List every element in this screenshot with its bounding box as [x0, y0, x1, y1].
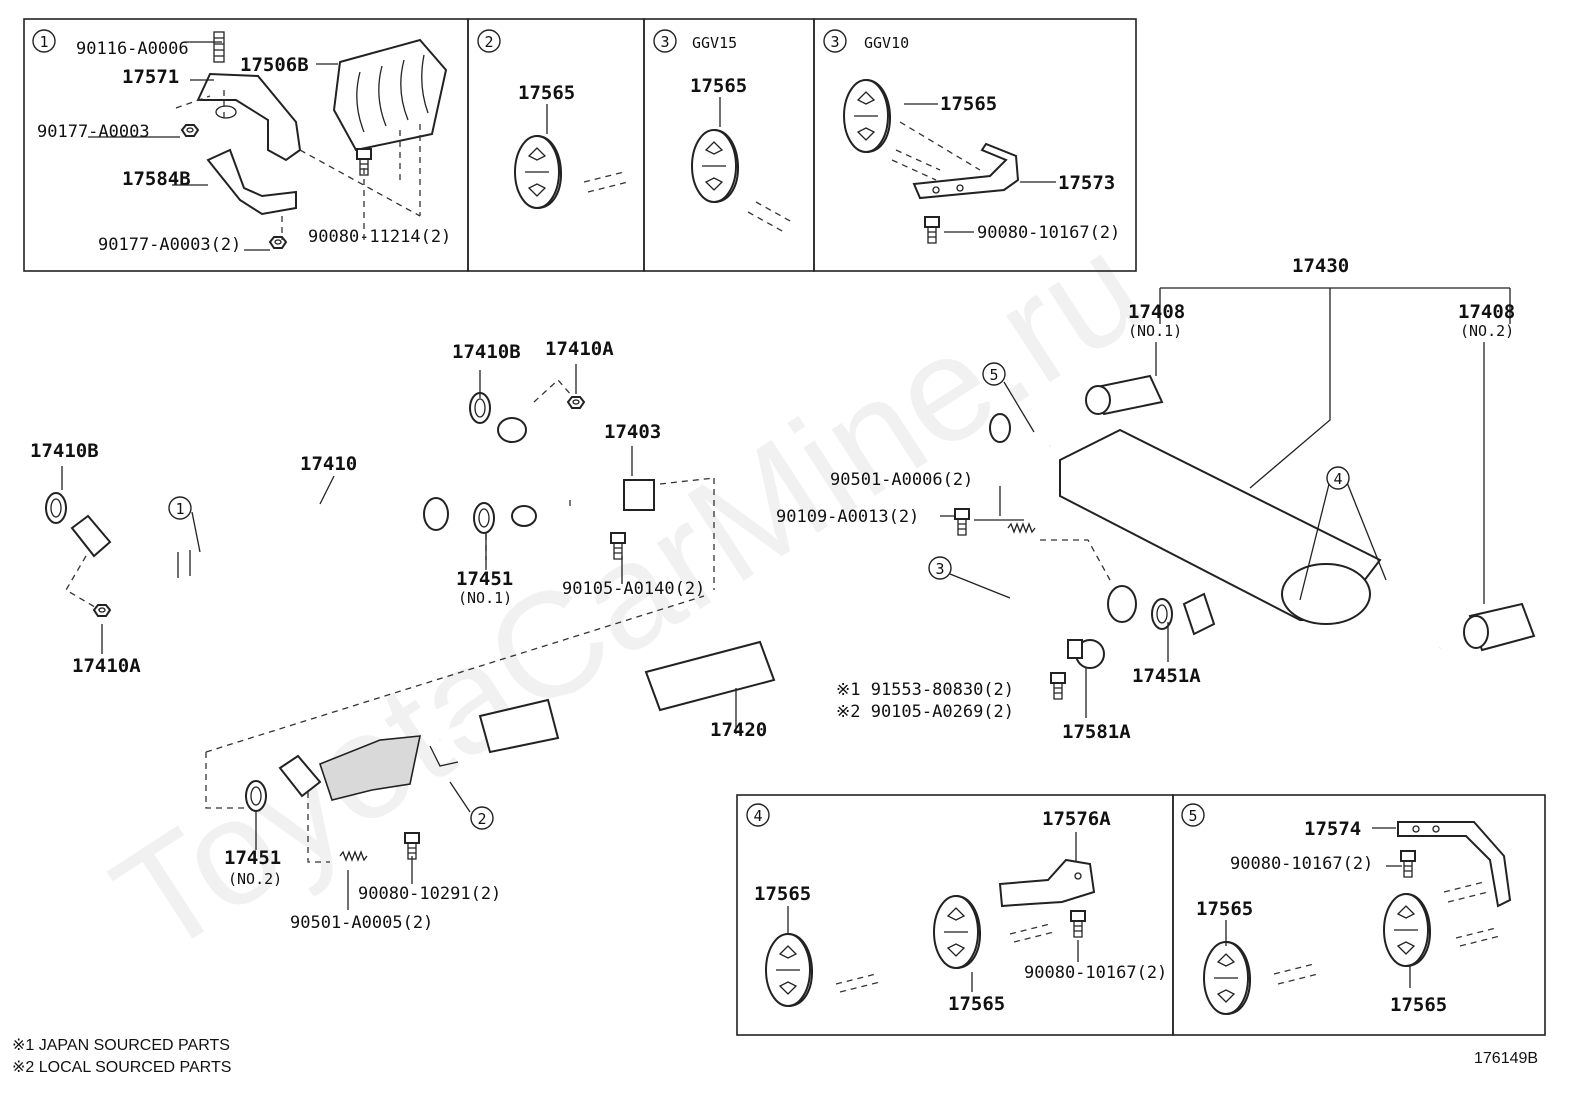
rubber-hanger-icon	[1203, 941, 1252, 1015]
callout-number: 3	[935, 560, 944, 578]
main-exhaust-diagram: 1 2 3 4 5 17430 17408 (NO.1) 17408 (NO.2…	[30, 255, 1536, 933]
part-label: 90080-10167(2)	[1024, 963, 1167, 983]
part-label: 90080-11214(2)	[308, 227, 451, 247]
part-label: 17408	[1128, 301, 1185, 323]
muffler-17430	[989, 413, 1442, 659]
inset-panel-1: 1 90116-A0006 17571 17506B 90177-A0003 1…	[23, 18, 469, 272]
part-label: 17410B	[30, 440, 99, 462]
center-exhaust-pipe-17420	[278, 584, 1137, 801]
inset-number: 1	[39, 33, 48, 51]
callout-number: 1	[175, 500, 184, 518]
part-label: 17565	[940, 93, 997, 115]
inset-number: 4	[753, 807, 762, 825]
part-label: 17573	[1058, 172, 1115, 194]
rubber-hanger-icon	[843, 79, 892, 153]
part-label: 17571	[122, 66, 179, 88]
part-label: 17506B	[240, 54, 309, 76]
part-label: 17565	[1196, 898, 1253, 920]
gasket-icon	[45, 492, 67, 524]
callout-number: 5	[989, 366, 998, 384]
gasket-icon	[245, 780, 267, 812]
inset-number: 3	[660, 33, 669, 51]
part-label: 90177-A0003(2)	[98, 235, 241, 255]
gasket-icon	[473, 502, 495, 534]
part-label: 17430	[1292, 255, 1349, 277]
part-label: 17574	[1304, 818, 1361, 840]
part-label: 17451	[224, 847, 281, 869]
part-label: 90177-A0003	[37, 122, 150, 142]
part-label: 17408	[1458, 301, 1515, 323]
part-label: 17451	[456, 568, 513, 590]
part-label: 90080-10291(2)	[358, 884, 501, 904]
inset-panel-3-ggv10: 3 GGV10 17565 17573 90080-10167(2)	[813, 18, 1137, 272]
inset-number: 3	[830, 33, 839, 51]
part-label: 90080-10167(2)	[977, 223, 1120, 243]
exhaust-pipe-17403	[497, 417, 655, 527]
part-sublabel: (NO.1)	[1128, 322, 1182, 340]
part-label: 17565	[1390, 994, 1447, 1016]
part-label: 90501-A0005(2)	[290, 913, 433, 933]
inset-panel-3-ggv15: 3 GGV15 17565	[643, 18, 815, 272]
part-label: 17410B	[452, 341, 521, 363]
front-exhaust-pipe-17410	[70, 497, 449, 579]
part-label: 17565	[754, 883, 811, 905]
hanger-bracket-icon	[912, 142, 1020, 200]
part-label: 90501-A0006(2)	[830, 470, 973, 490]
part-label: ※2 90105-A0269(2)	[836, 702, 1014, 722]
part-label: 17565	[518, 82, 575, 104]
inset-panel-5: 5 17574 90080-10167(2) 17565 17565	[1172, 794, 1546, 1036]
variant-label: GGV15	[692, 34, 737, 52]
rubber-hanger-icon	[933, 895, 982, 969]
inset-panel-2: 2 17565	[467, 18, 645, 272]
part-label: 17584B	[122, 168, 191, 190]
inset-number: 5	[1188, 807, 1197, 825]
rubber-hanger-icon	[691, 129, 740, 203]
part-label: 17410	[300, 453, 357, 475]
hanger-bracket-icon	[1397, 821, 1512, 908]
part-label: 17581A	[1062, 721, 1131, 743]
bracket-icon	[196, 72, 302, 162]
part-label: 17565	[948, 993, 1005, 1015]
gasket-icon	[1151, 598, 1173, 630]
callout-number: 2	[477, 810, 486, 828]
tail-pipe-tip-icon	[1463, 602, 1536, 652]
part-label: 90109-A0013(2)	[776, 507, 919, 527]
part-label: 17403	[604, 421, 661, 443]
hanger-bracket-icon	[998, 858, 1096, 908]
footnote: ※1 JAPAN SOURCED PARTS	[12, 1037, 230, 1054]
part-label: 17410A	[72, 655, 141, 677]
callout-number: 4	[1333, 470, 1342, 488]
footnote: ※2 LOCAL SOURCED PARTS	[12, 1059, 231, 1076]
inset-number: 2	[484, 33, 493, 51]
part-label: 17576A	[1042, 808, 1111, 830]
part-label: 17565	[690, 75, 747, 97]
part-label: 90080-10167(2)	[1230, 854, 1373, 874]
sensor-icon	[1067, 639, 1105, 669]
rubber-hanger-icon	[514, 135, 563, 209]
part-sublabel: (NO.1)	[458, 589, 512, 607]
bracket-icon	[206, 148, 297, 216]
part-label: 17410A	[545, 338, 614, 360]
part-label: ※1 91553-80830(2)	[836, 680, 1014, 700]
part-label: 17451A	[1132, 665, 1201, 687]
part-label: 90105-A0140(2)	[562, 579, 705, 599]
part-sublabel: (NO.2)	[1460, 322, 1514, 340]
rubber-hanger-icon	[765, 933, 814, 1007]
part-label: 17420	[710, 719, 767, 741]
diagram-code: 176149B	[1474, 1050, 1538, 1067]
heat-insulator-icon	[332, 38, 448, 152]
inset-panel-4: 4 17576A 17565 17565 90080-10167(2)	[736, 794, 1174, 1036]
tail-pipe-tip-icon	[1085, 374, 1164, 416]
variant-label: GGV10	[864, 34, 909, 52]
stud-bolt-icon	[213, 31, 225, 63]
rubber-hanger-icon	[1383, 893, 1432, 967]
part-label: 90116-A0006	[76, 39, 189, 59]
part-sublabel: (NO.2)	[228, 870, 282, 888]
